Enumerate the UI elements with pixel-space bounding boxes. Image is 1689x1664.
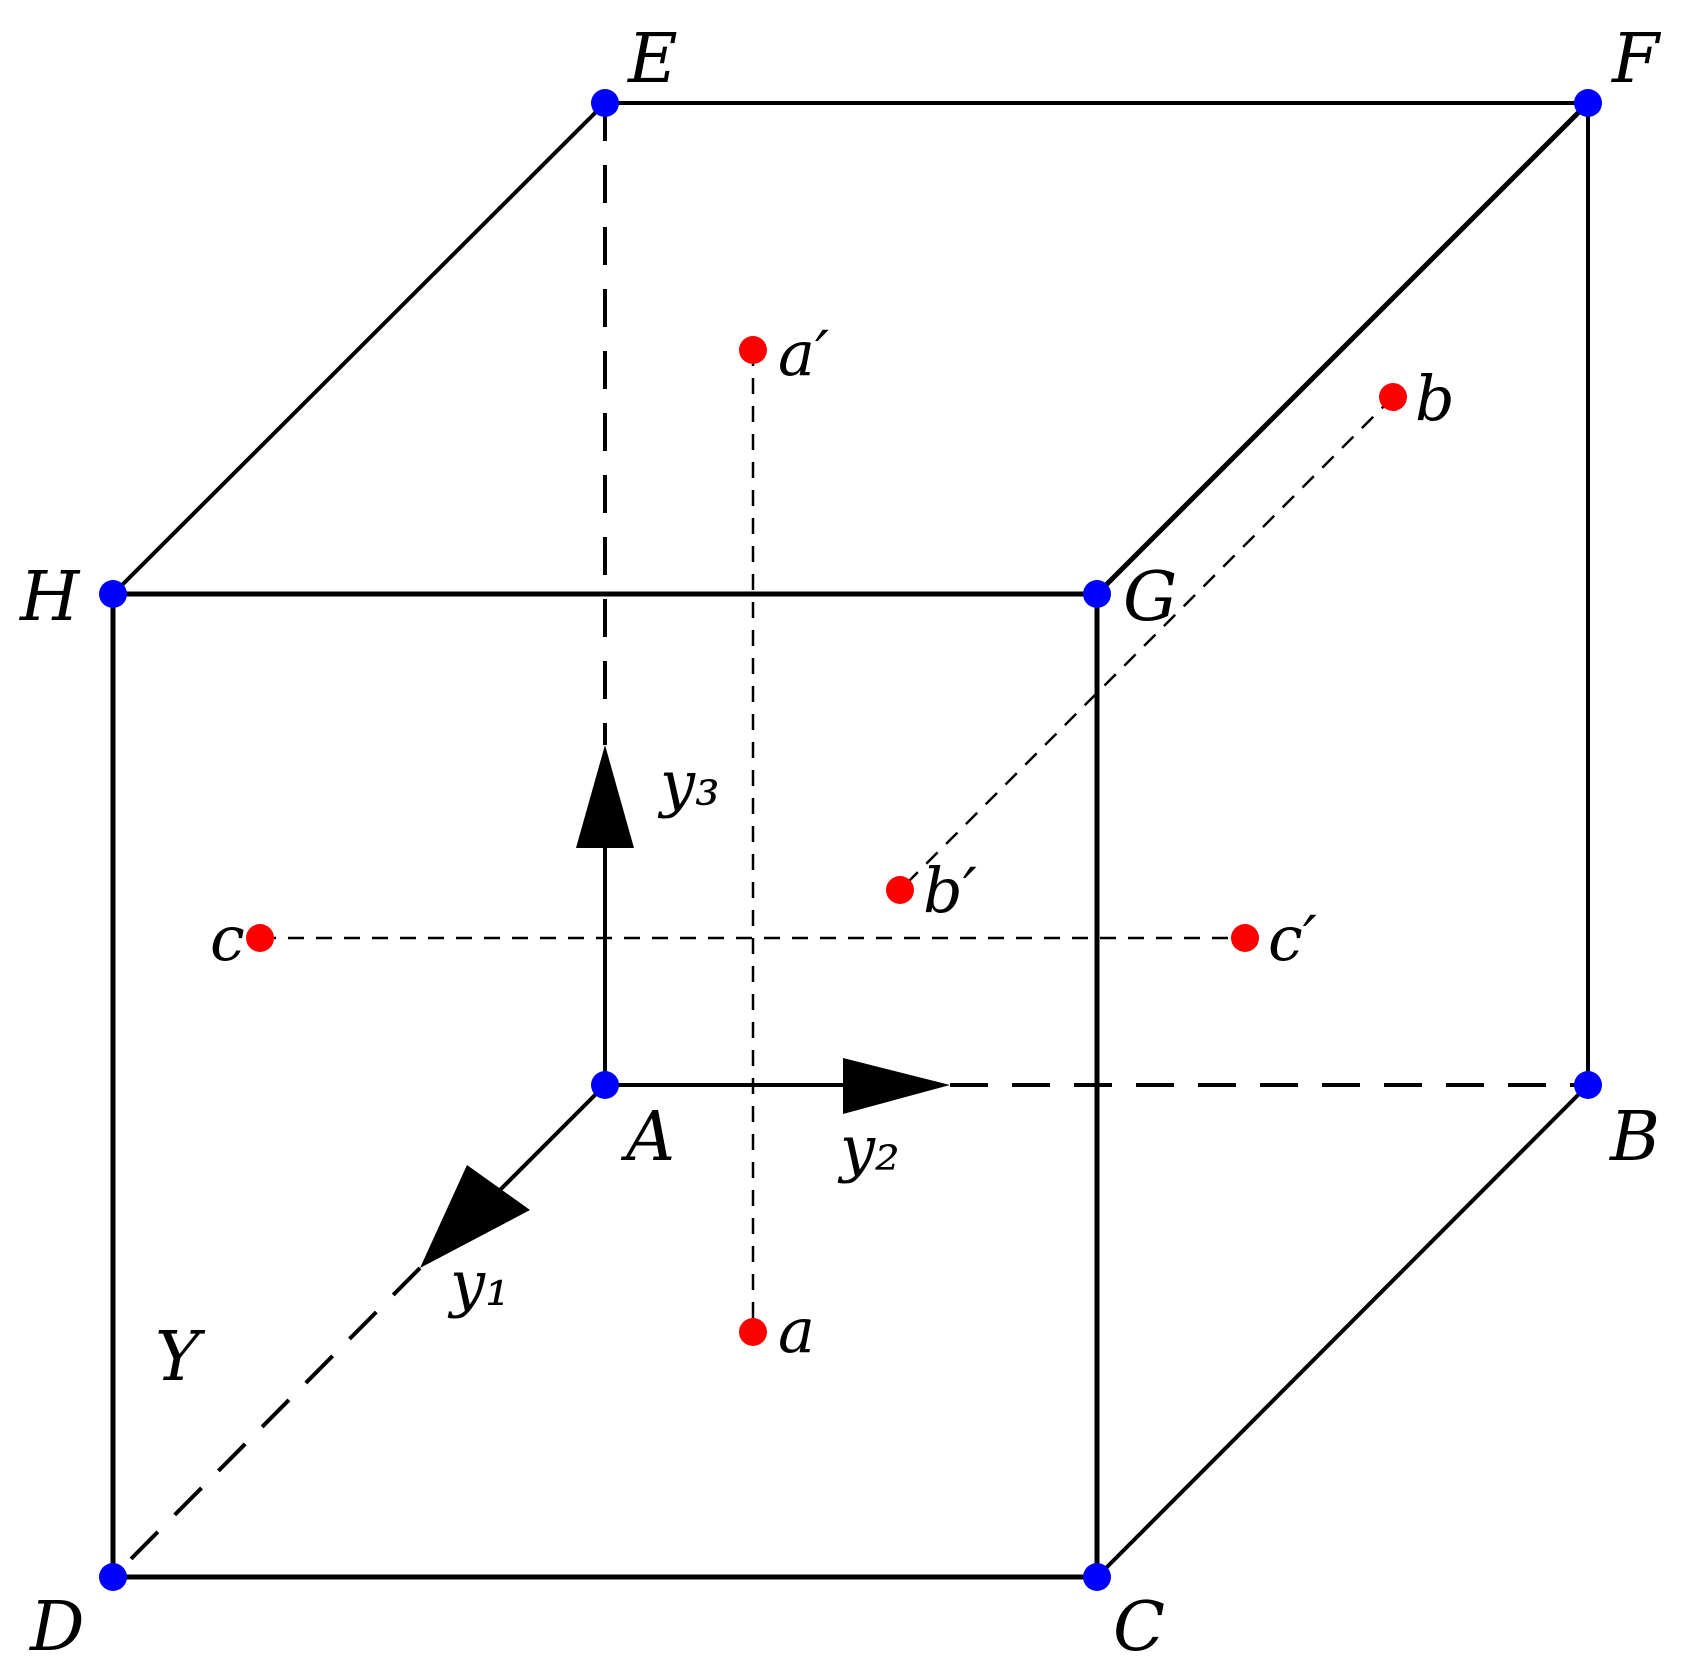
- axis-label-y1: y₁: [447, 1247, 510, 1320]
- vertex-dot-H: [99, 580, 127, 608]
- point-label-b-prime: b′: [923, 854, 977, 927]
- vertex-label-F: F: [1610, 20, 1662, 99]
- edge-G-F: [1094, 100, 1591, 597]
- edge-C-B: [1095, 1083, 1590, 1579]
- vertex-dot-C: [1083, 1563, 1111, 1591]
- vertex-label-A: A: [620, 1098, 675, 1177]
- edge-H-E: [111, 101, 607, 596]
- point-dot-b: [1379, 383, 1407, 411]
- axis-y2-arrowhead: [843, 1058, 950, 1114]
- point-dots: [246, 336, 1407, 1346]
- point-dot-a-prime: [739, 336, 767, 364]
- vertex-dot-D: [99, 1563, 127, 1591]
- point-label-b: b: [1415, 362, 1455, 435]
- axis-label-y2: y₂: [837, 1112, 900, 1185]
- vertex-label-D: D: [28, 1588, 85, 1664]
- axis-y3-arrowhead: [576, 745, 634, 848]
- point-label-a: a: [778, 1294, 815, 1367]
- vertex-dots: [99, 89, 1602, 1591]
- vertex-dot-F: [1574, 89, 1602, 117]
- edge-A-D-dashed: [111, 1266, 422, 1579]
- vertex-label-C: C: [1113, 1588, 1165, 1664]
- vertex-dot-B: [1574, 1071, 1602, 1099]
- point-label-a-prime: a′: [778, 317, 829, 390]
- point-dot-c: [246, 924, 274, 952]
- point-dot-b-prime: [886, 876, 914, 904]
- axis-y1-arrowhead: [420, 1165, 530, 1268]
- axis-y1-line: [488, 1083, 607, 1202]
- vertex-label-E: E: [626, 20, 678, 99]
- vertex-dot-G: [1083, 580, 1111, 608]
- vertex-dot-A: [591, 1071, 619, 1099]
- vertex-label-B: B: [1608, 1098, 1660, 1177]
- vertex-dot-E: [591, 89, 619, 117]
- vertex-label-G: G: [1123, 558, 1177, 637]
- region-label-Y: Y: [155, 1318, 206, 1397]
- axis-label-y3: y₃: [657, 747, 720, 820]
- point-label-c: c: [210, 902, 245, 975]
- point-dot-a: [739, 1318, 767, 1346]
- point-label-c-prime: c′: [1268, 902, 1317, 975]
- vertex-label-H: H: [18, 558, 81, 637]
- guide-b-b-prime: [899, 396, 1394, 891]
- point-dot-c-prime: [1231, 924, 1259, 952]
